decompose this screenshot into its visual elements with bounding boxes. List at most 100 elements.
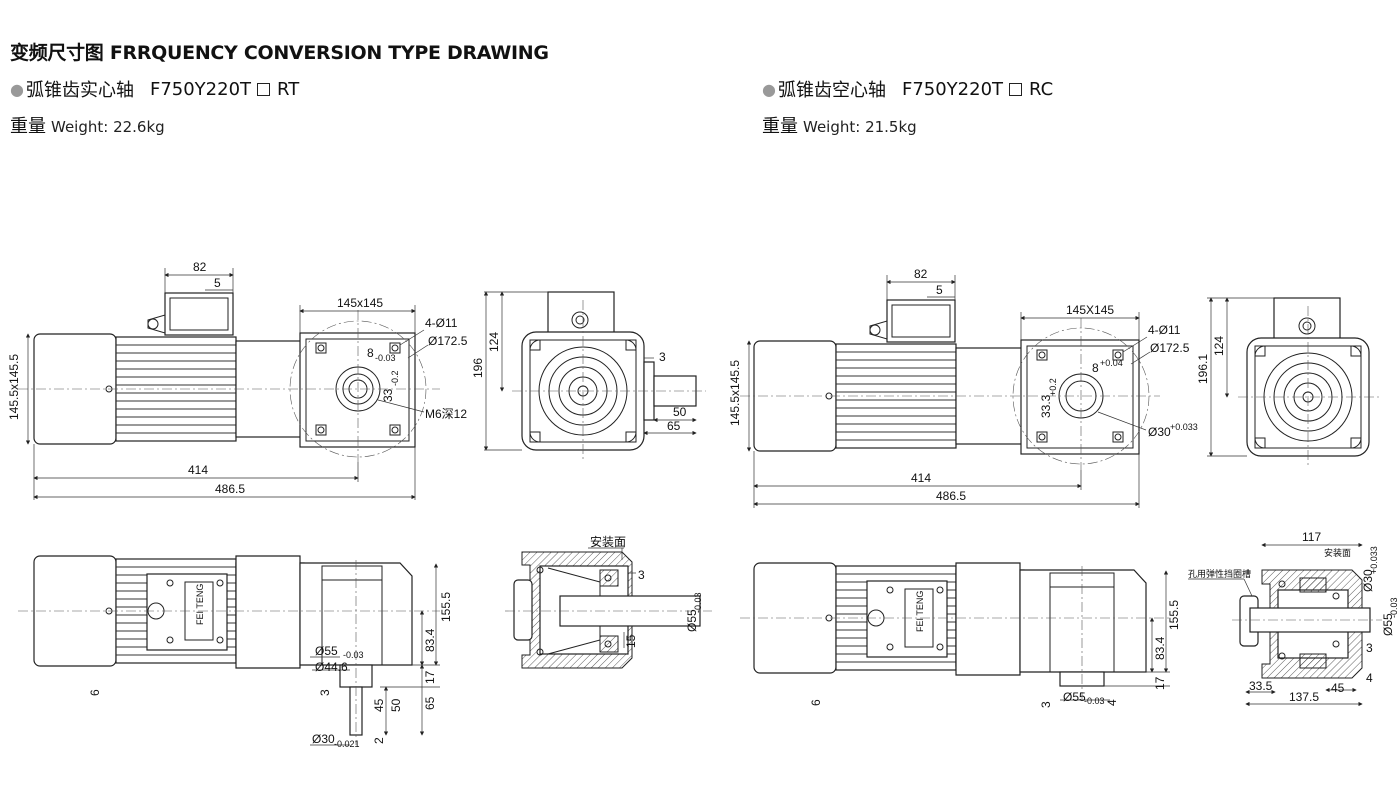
dim-172-r: Ø172.5: [1150, 341, 1190, 355]
label-mount-face-r: 安装面: [1324, 547, 1351, 558]
dim-phi30-tol: -0.021: [334, 739, 360, 749]
dim-phi55-right: Ø55: [685, 609, 699, 632]
dim-33-5: 33.5: [1249, 679, 1273, 693]
left-model-suffix: RT: [277, 78, 300, 100]
right-section-view: 117 安装面 孔用弹性挡圈槽 Ø30 +0.033 Ø55 -0.03 3 4…: [1188, 530, 1399, 707]
left-end-view: 124 196 3 50 65: [471, 291, 706, 462]
bullet-icon: ●: [762, 79, 776, 99]
dim-3-r: 3: [1039, 701, 1053, 708]
dim-145x145: 145x145: [337, 296, 383, 310]
dim-phi30: Ø30: [312, 732, 335, 746]
dim-45-sec: 45: [1331, 681, 1345, 695]
dim-82-r: 82: [914, 267, 928, 281]
right-weight-en: Weight: 21.5kg: [803, 118, 917, 136]
page-title: 变频尺寸图 FRRQUENCY CONVERSION TYPE DRAWING: [10, 42, 549, 64]
label-mount-face: 安装面: [590, 534, 626, 549]
dim-5-r: 5: [936, 283, 943, 297]
left-front-view: FEI TENG 155.5 83.4 17 65 6 Ø55 -0.03 Ø4…: [18, 555, 453, 749]
dim-phi30-sec-tol: +0.033: [1369, 546, 1379, 574]
dim-8-r: 8: [1092, 361, 1099, 375]
dim-phi30-tol-r: +0.033: [1170, 422, 1198, 432]
dim-145-5: 145.5x145.5: [7, 354, 21, 420]
dim-phi30-r: Ø30: [1148, 425, 1171, 439]
dim-phi30-sec: Ø30: [1361, 569, 1375, 592]
right-type-cn: 弧锥齿空心轴: [777, 80, 886, 101]
dim-phi55-right-tol: -0.03: [693, 592, 703, 613]
right-side-view: 82 5 145X145 4-Ø11 Ø172.5 8 +0.04 33.3 +…: [728, 267, 1198, 508]
dim-3-b: 3: [318, 689, 332, 696]
dim-phi55-tol: -0.03: [343, 650, 364, 660]
left-model-code: F750Y220T: [149, 78, 252, 100]
left-weight-cn: 重量: [10, 116, 46, 137]
dim-124-r: 124: [1212, 336, 1226, 356]
dim-m6: M6深12: [425, 407, 467, 421]
dim-6-r: 6: [809, 699, 823, 706]
dim-50-b: 50: [389, 698, 403, 712]
dim-3-sec: 3: [1366, 641, 1373, 655]
dim-82: 82: [193, 260, 207, 274]
dim-2: 2: [372, 737, 386, 744]
placeholder-box-icon: [1009, 82, 1023, 96]
left-weight-en: Weight: 22.6kg: [51, 118, 165, 136]
right-weight-line: 重量 Weight: 21.5kg: [762, 112, 917, 138]
dim-145-5-r: 145.5x145.5: [728, 360, 742, 426]
dim-phi55-sec: Ø55: [1381, 613, 1395, 636]
right-model-line: ● 弧锥齿空心轴 F750Y220T RC: [762, 76, 1053, 102]
motor-label-r: FEI TENG: [915, 591, 925, 632]
dim-phi55: Ø55: [315, 644, 338, 658]
dim-phi55-sec-tol: -0.03: [1389, 597, 1399, 618]
dim-15: 15: [624, 634, 638, 648]
dim-414: 414: [188, 463, 208, 477]
placeholder-box-icon: [257, 82, 271, 96]
right-model-suffix: RC: [1029, 78, 1054, 100]
dim-83-4: 83.4: [423, 628, 437, 652]
left-section-view: 安装面 3 Ø55 -0.03 15: [505, 534, 712, 669]
dim-8-tol: -0.03: [375, 353, 396, 363]
dim-phi55-b-tol-r: -0.03: [1084, 696, 1105, 706]
left-weight-line: 重量 Weight: 22.6kg: [10, 112, 165, 138]
right-front-view: FEI TENG 155.5 83.4 17 6 3 Ø55 -0.03 4: [740, 562, 1181, 708]
dim-124: 124: [487, 332, 501, 352]
dim-486-5: 486.5: [215, 482, 245, 496]
label-circlip-groove: 孔用弹性挡圈槽: [1188, 568, 1251, 579]
dim-phi44: Ø44.6: [315, 660, 348, 674]
dim-45: 45: [372, 698, 386, 712]
dim-phi55-b-r: Ø55: [1063, 690, 1086, 704]
dim-4-r: 4: [1105, 699, 1119, 706]
dim-4-11-r: 4-Ø11: [1148, 323, 1181, 337]
dim-117: 117: [1302, 530, 1321, 544]
dim-33-tol: -0.2: [390, 370, 400, 386]
motor-label: FEI TENG: [195, 584, 205, 625]
dim-196-1: 196.1: [1196, 354, 1210, 384]
dim-65: 65: [667, 419, 681, 433]
dim-8: 8: [367, 346, 374, 360]
dim-3-section: 3: [638, 568, 645, 582]
dim-17: 17: [423, 670, 437, 684]
dim-145x145-r: 145X145: [1066, 303, 1114, 317]
dim-8-tol-r: +0.04: [1100, 358, 1123, 368]
dim-33-tol-r: +0.2: [1048, 378, 1058, 396]
right-model-code: F750Y220T: [901, 78, 1004, 100]
dim-17-r: 17: [1153, 676, 1167, 690]
left-side-view: 82 5 145x145 4-Ø11 Ø172.5 8 -0.03 33 -0.…: [7, 260, 468, 500]
dim-3: 3: [659, 350, 666, 364]
dim-33: 33: [381, 388, 395, 402]
dim-196: 196: [471, 358, 485, 378]
dim-155-5: 155.5: [439, 592, 453, 622]
dim-4-sec: 4: [1366, 671, 1373, 685]
dim-137-5: 137.5: [1289, 690, 1319, 704]
dim-6: 6: [88, 689, 102, 696]
dim-172: Ø172.5: [428, 334, 468, 348]
dim-4-11: 4-Ø11: [425, 316, 458, 330]
left-model-line: ● 弧锥齿实心轴 F750Y220T RT: [10, 76, 299, 102]
dim-33-r: 33.3: [1039, 394, 1053, 418]
left-type-cn: 弧锥齿实心轴: [25, 80, 134, 101]
bullet-icon: ●: [10, 79, 24, 99]
dim-83-4-r: 83.4: [1153, 636, 1167, 660]
dim-414-r: 414: [911, 471, 931, 485]
dim-50: 50: [673, 405, 687, 419]
dim-486-5-r: 486.5: [936, 489, 966, 503]
dim-5: 5: [214, 276, 221, 290]
dim-65-b: 65: [423, 696, 437, 710]
